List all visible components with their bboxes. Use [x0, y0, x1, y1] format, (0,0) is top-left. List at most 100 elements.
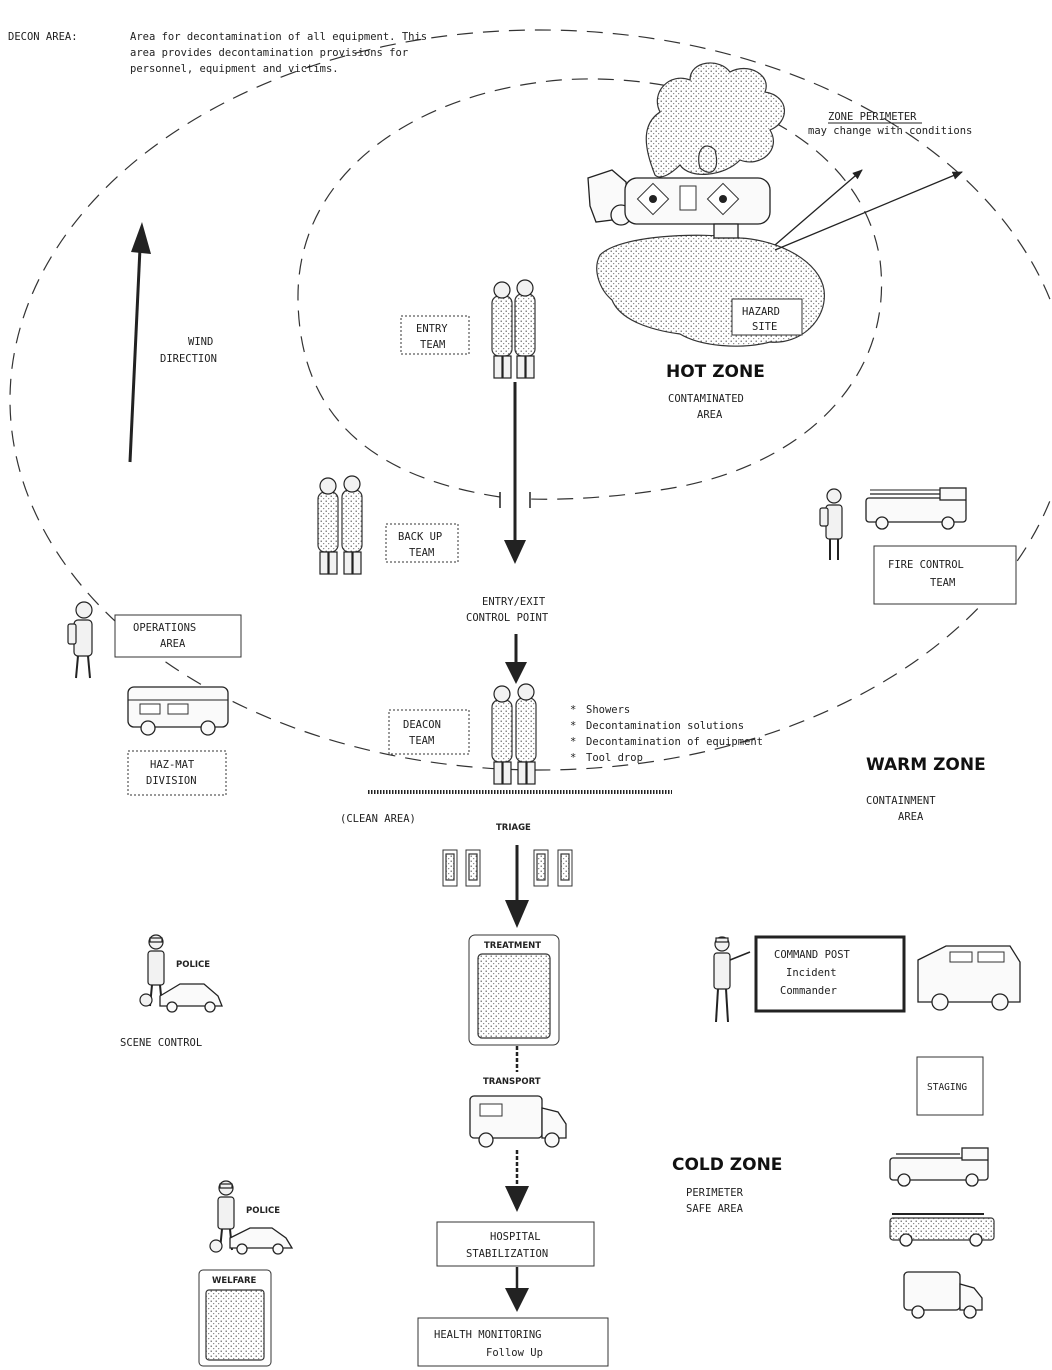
ambulance-icon — [469, 1095, 567, 1148]
wind-arrow — [128, 222, 151, 463]
back-up-team-suits-icon — [317, 475, 363, 575]
hazard-site-box — [731, 298, 803, 336]
hospital-box — [436, 1221, 595, 1267]
decon-bullet: * — [570, 736, 576, 748]
decon-area-line-2: area provides decontamination provisions… — [130, 47, 408, 59]
treatment-label: TREATMENT — [484, 941, 541, 951]
hazard-site-label-2: SITE — [752, 321, 777, 333]
decon-list: * Showers * Decontamination solutions * … — [570, 704, 763, 764]
treatment-scene-icon — [477, 953, 551, 1039]
entry-team-box — [400, 315, 470, 355]
entry-team-suits-icon — [491, 279, 536, 379]
command-post-label-2: Incident — [786, 967, 837, 979]
fire-control-box — [873, 545, 1017, 605]
flow-arrowhead-entry — [504, 540, 526, 564]
control-point-label-1: ENTRY/EXIT — [482, 596, 546, 608]
health-monitoring-label-1: HEALTH MONITORING — [434, 1329, 541, 1341]
command-vehicle-icon — [917, 945, 1021, 1011]
zone-perimeter-note: may change with conditions — [808, 125, 972, 137]
control-point-label-2: CONTROL POINT — [466, 612, 549, 624]
smoke-plume — [645, 62, 785, 178]
command-post-box — [754, 935, 906, 1013]
cold-zone-line-1: PERIMETER — [686, 1187, 744, 1199]
flow-arrowhead-health — [505, 1288, 529, 1312]
back-up-team-box — [385, 523, 459, 563]
deacon-team-box — [388, 709, 470, 755]
perimeter-arrow-2 — [774, 171, 963, 251]
decon-list-item: Showers — [586, 704, 630, 716]
back-up-team-label-1: BACK UP — [398, 531, 442, 543]
command-post-label-3: Commander — [780, 985, 837, 997]
firefighter-icon — [819, 488, 843, 560]
fire-control-label-1: FIRE CONTROL — [888, 559, 964, 571]
operations-area-label-2: AREA — [160, 638, 186, 650]
back-up-team-label-2: TEAM — [409, 547, 434, 559]
decon-bullet: * — [570, 752, 576, 764]
hazmat-division-box — [127, 750, 227, 796]
operations-area-label-1: OPERATIONS — [133, 622, 196, 634]
decon-list-item: Decontamination solutions — [586, 720, 744, 732]
warm-zone-line-2: AREA — [898, 811, 924, 823]
hazard-site-label-1: HAZARD — [742, 306, 780, 318]
hazmat-van-icon — [127, 686, 229, 736]
staged-fire-engine-icon — [889, 1147, 989, 1187]
warm-zone-line-1: CONTAINMENT — [866, 795, 936, 807]
hospital-label-2: STABILIZATION — [466, 1248, 548, 1260]
decon-bullet: * — [570, 720, 576, 732]
police-car-icon — [159, 983, 223, 1013]
scene-control-label: SCENE CONTROL — [120, 1037, 202, 1049]
police-car-2-icon — [229, 1227, 294, 1255]
health-monitoring-box — [417, 1317, 609, 1367]
hot-zone-line-2: AREA — [697, 409, 723, 421]
flow-arrowhead-triage — [505, 900, 529, 928]
triage-victims-left-icon — [442, 849, 481, 887]
hot-zone-perimeter — [297, 78, 883, 500]
entry-team-label-1: ENTRY — [416, 323, 448, 335]
staged-ladder-truck-icon — [889, 1213, 995, 1247]
staged-ambulance-icon — [903, 1271, 983, 1319]
transport-label: TRANSPORT — [483, 1077, 541, 1087]
fire-engine-icon — [865, 487, 967, 530]
entry-team-label-2: TEAM — [420, 339, 445, 351]
decon-area-line-3: personnel, equipment and victims. — [130, 63, 339, 75]
triage-label: TRIAGE — [496, 823, 531, 833]
staging-label: STAGING — [927, 1082, 967, 1093]
warm-zone-perimeter — [9, 29, 1052, 771]
hot-zone-line-1: CONTAMINATED — [668, 393, 744, 405]
decon-list-item: Decontamination of equipment — [586, 736, 763, 748]
deacon-team-label-2: TEAM — [409, 735, 434, 747]
command-post-label-1: COMMAND POST — [774, 949, 851, 961]
fire-control-label-2: TEAM — [930, 577, 955, 589]
deacon-team-suits-icon — [491, 683, 537, 785]
hospital-label-1: HOSPITAL — [490, 1231, 541, 1243]
staging-box — [916, 1056, 984, 1116]
wind-label-2: DIRECTION — [160, 353, 217, 365]
cold-zone-title: COLD ZONE — [672, 1155, 782, 1175]
zone-perimeter-title: ZONE PERIMETER — [828, 111, 917, 123]
tanker-truck-icon — [587, 169, 771, 239]
flow-arrowhead-decon — [505, 662, 527, 684]
deacon-team-label-1: DEACON — [403, 719, 441, 731]
police-2-label: POLICE — [246, 1206, 280, 1216]
clean-area-label: (CLEAN AREA) — [340, 813, 416, 825]
decon-area-line-1: Area for decontamination of all equipmen… — [130, 31, 427, 43]
triage-victims-right-icon — [533, 849, 573, 887]
commander-person-icon — [713, 936, 751, 1023]
decon-bullet: * — [570, 704, 576, 716]
decon-list-item: Tool drop — [586, 752, 643, 764]
hazmat-division-label-2: DIVISION — [146, 775, 197, 787]
decon-area-label: DECON AREA: — [8, 31, 78, 43]
welfare-scene-icon — [205, 1289, 265, 1361]
flow-arrowhead-hospital — [505, 1186, 529, 1212]
wind-label-1: WIND — [188, 336, 213, 348]
health-monitoring-label-2: Follow Up — [486, 1347, 543, 1359]
welfare-label: WELFARE — [212, 1276, 257, 1286]
hot-zone-title: HOT ZONE — [666, 362, 765, 382]
hazmat-division-label-1: HAZ-MAT — [150, 759, 195, 771]
operations-person-icon — [67, 601, 93, 679]
police-label: POLICE — [176, 960, 210, 970]
perimeter-arrow-1 — [774, 169, 863, 246]
warm-zone-title: WARM ZONE — [866, 755, 986, 775]
